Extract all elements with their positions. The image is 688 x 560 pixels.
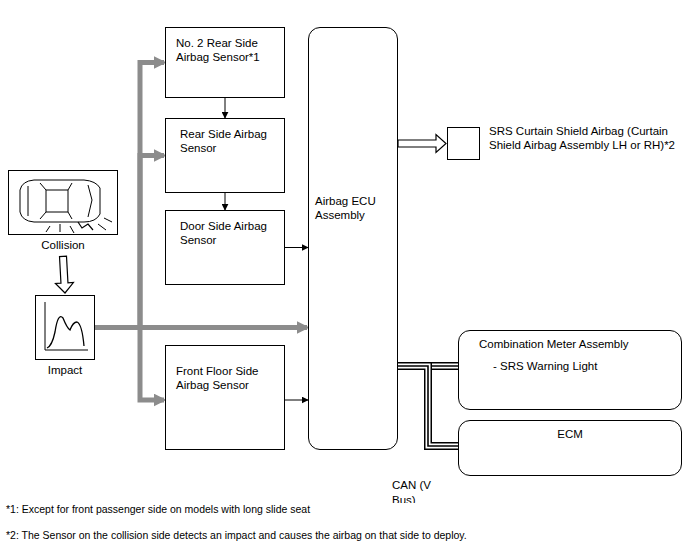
footnote: *2: The Sensor on the collision side det… [6,529,682,543]
node-label: ECM [469,427,671,441]
node-label: Door Side Airbag Sensor [180,219,270,248]
sensor-box: No. 2 Rear Side Airbag Sensor*1 [165,27,285,98]
ecm-box: ECM [458,420,682,476]
node-label: Collision [41,238,84,252]
impact-box: Impact [35,295,95,360]
node-label: Rear Side Airbag Sensor [180,127,270,156]
impact-arrow [95,63,164,328]
sensor-box: Door Side Airbag Sensor [165,210,285,285]
arrow-line [285,247,308,248]
arrow-line [95,63,164,328]
signal-arrow [225,98,226,118]
signal-arrow [285,400,308,401]
sensor-box: Front Floor Side Airbag Sensor [165,345,285,450]
signal-arrow [225,193,226,210]
footnote: *1: Except for front passenger side on m… [6,503,682,517]
node-label: SRS Curtain Shield Airbag (Curtain Shiel… [489,124,681,153]
impact-arrow [95,156,164,328]
block-arrow [55,256,73,293]
bus-stroke [398,366,458,446]
node-label: Airbag ECU Assembly [315,194,391,223]
node-label: Impact [48,363,83,377]
impact-arrow [95,328,164,401]
node-label: No. 2 Rear Side Airbag Sensor*1 [176,36,274,65]
block-arrow [398,135,446,153]
block-arrow-shape [55,256,73,293]
signal-arrow [285,247,308,248]
meter-box: Combination Meter Assembly - SRS Warning … [458,330,682,410]
node-sublabel: - SRS Warning Light [493,359,661,373]
car-illustration [20,180,112,233]
sensor-box: Rear Side Airbag Sensor [165,118,285,193]
arrow-line [95,328,164,401]
bus-stroke [398,366,458,446]
block-arrow-shape [398,135,446,153]
collision-box: Collision [8,170,118,235]
arrow-line [225,98,226,118]
can-bus-line [398,366,458,446]
node-label: Front Floor Side Airbag Sensor [176,364,274,393]
arrow-line [95,156,164,328]
bus-stroke [398,366,458,446]
arrow-line [285,400,308,401]
airbag-box: SRS Curtain Shield Airbag (Curtain Shiel… [447,127,480,160]
arrow-line [225,193,226,210]
node-label: Combination Meter Assembly [479,337,661,351]
ecu-box: Airbag ECU Assembly [308,27,398,450]
impact-graph [45,302,88,350]
